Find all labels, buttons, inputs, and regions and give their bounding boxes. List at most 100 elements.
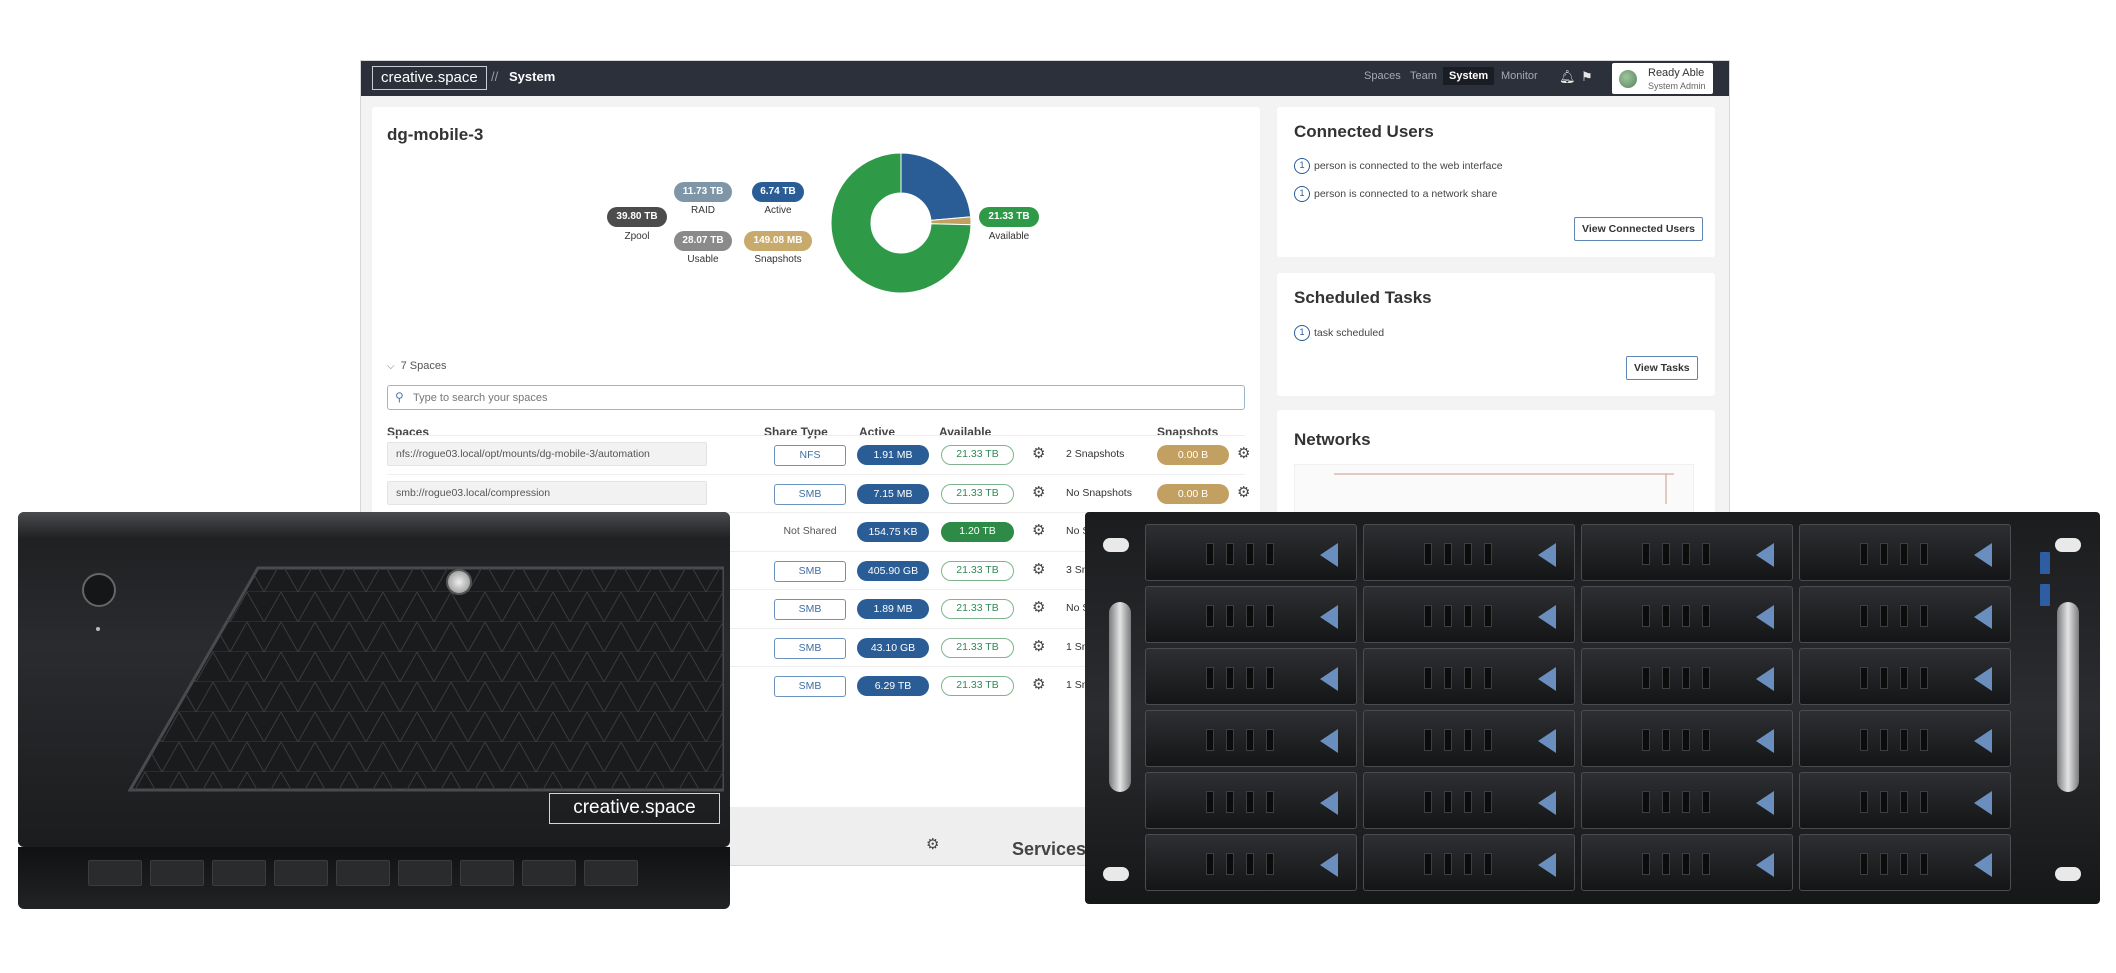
drive-bay-slot bbox=[1662, 791, 1670, 813]
drive-bay-slot bbox=[1444, 605, 1452, 627]
drive-bay-slot bbox=[1246, 791, 1254, 813]
drive-bay bbox=[1581, 524, 1793, 581]
active-size: 6.29 TB bbox=[857, 676, 929, 696]
gear-icon[interactable]: ⚙ bbox=[1032, 445, 1046, 462]
available-size: 21.33 TB bbox=[941, 445, 1014, 465]
drive-bay bbox=[1581, 772, 1793, 829]
avatar bbox=[1619, 70, 1637, 88]
active-size: 7.15 MB bbox=[857, 483, 929, 504]
drive-release-tab bbox=[1320, 543, 1338, 567]
donut-slice-available bbox=[830, 152, 972, 294]
share-type-button[interactable]: SMB bbox=[774, 599, 846, 620]
chevron-down-icon: ⌵ bbox=[387, 361, 395, 372]
status-led bbox=[96, 627, 100, 631]
drive-bay-slot bbox=[1920, 543, 1928, 565]
drive-bay bbox=[1145, 710, 1357, 767]
share-type-button[interactable]: NFS bbox=[774, 445, 846, 466]
gear-icon[interactable]: ⚙ bbox=[1032, 560, 1046, 578]
share-type-button[interactable]: SMB bbox=[774, 676, 846, 697]
drive-bay-slot bbox=[1900, 605, 1908, 627]
drive-release-tab bbox=[1974, 543, 1992, 567]
view-tasks-button[interactable]: View Tasks bbox=[1626, 356, 1698, 380]
storage-donut-chart bbox=[830, 152, 972, 294]
drive-bay-slot bbox=[1484, 605, 1492, 627]
base-grille bbox=[584, 860, 638, 886]
nav-team[interactable]: Team bbox=[1410, 70, 1437, 82]
donut-slice-active bbox=[900, 152, 972, 221]
drive-bay-slot bbox=[1226, 729, 1234, 751]
drive-bay-slot bbox=[1642, 667, 1650, 689]
drive-bay bbox=[1363, 834, 1575, 891]
zpool-label: Zpool bbox=[624, 231, 650, 242]
available-value: 21.33 TB bbox=[979, 207, 1039, 227]
drive-bay-slot bbox=[1900, 667, 1908, 689]
breadcrumb-separator: // bbox=[491, 69, 499, 84]
drive-bay-slot bbox=[1444, 543, 1452, 565]
drive-bay bbox=[1363, 648, 1575, 705]
drive-bay-slot bbox=[1484, 791, 1492, 813]
drive-bay bbox=[1363, 586, 1575, 643]
table-row: nfs://rogue03.local/opt/mounts/dg-mobile… bbox=[387, 435, 1250, 473]
nav-system[interactable]: System bbox=[1443, 67, 1495, 85]
drive-bay-slot bbox=[1860, 543, 1868, 565]
nav-monitor[interactable]: Monitor bbox=[1501, 70, 1538, 82]
drive-bay-slot bbox=[1206, 853, 1214, 875]
spaces-search-input[interactable] bbox=[413, 389, 1213, 406]
drive-bay-slot bbox=[1464, 729, 1472, 751]
active-size: 1.91 MB bbox=[857, 445, 929, 465]
usb-port-icon bbox=[2040, 584, 2050, 606]
user-menu[interactable]: Ready Able System Admin bbox=[1612, 63, 1713, 94]
drive-bay-slot bbox=[1464, 791, 1472, 813]
flag-icon[interactable]: ⚑ bbox=[1581, 69, 1593, 84]
drive-bay-slot bbox=[1246, 667, 1254, 689]
drive-bay-slot bbox=[1702, 543, 1710, 565]
drive-bay-slot bbox=[1246, 543, 1254, 565]
share-type: Not Shared bbox=[783, 525, 837, 537]
available-size: 21.33 TB bbox=[941, 599, 1014, 619]
share-type-button[interactable]: SMB bbox=[774, 560, 846, 582]
gear-icon[interactable]: ⚙ bbox=[926, 836, 940, 853]
drive-bay-slot bbox=[1206, 729, 1214, 751]
gear-icon[interactable]: ⚙ bbox=[1237, 445, 1251, 462]
share-type-button[interactable]: SMB bbox=[774, 483, 846, 505]
gear-icon[interactable]: ⚙ bbox=[1032, 599, 1046, 616]
drive-bay-slot bbox=[1206, 605, 1214, 627]
gear-icon[interactable]: ⚙ bbox=[1032, 483, 1046, 501]
space-path[interactable]: smb://rogue03.local/compression bbox=[387, 480, 707, 505]
drive-bay-slot bbox=[1266, 667, 1274, 689]
drive-bay-slot bbox=[1920, 853, 1928, 875]
drive-release-tab bbox=[1756, 605, 1774, 629]
rack-handle-left bbox=[1109, 602, 1131, 792]
spaces-toggle[interactable]: ⌵7 Spaces bbox=[387, 360, 446, 372]
nav-spaces[interactable]: Spaces bbox=[1364, 70, 1401, 82]
gear-icon[interactable]: ⚙ bbox=[1237, 483, 1251, 501]
active-size: 405.90 GB bbox=[857, 560, 929, 581]
drive-bay-slot bbox=[1424, 605, 1432, 627]
drive-release-tab bbox=[1320, 791, 1338, 815]
case-brand-label: creative.space bbox=[549, 793, 720, 824]
drive-release-tab bbox=[1320, 729, 1338, 753]
drive-bay-slot bbox=[1662, 605, 1670, 627]
gear-icon[interactable]: ⚙ bbox=[1032, 637, 1046, 655]
tasks-count: 1 bbox=[1294, 325, 1310, 341]
space-path[interactable]: nfs://rogue03.local/opt/mounts/dg-mobile… bbox=[387, 442, 707, 466]
view-connected-users-button[interactable]: View Connected Users bbox=[1574, 217, 1704, 241]
drive-bay-slot bbox=[1682, 729, 1690, 751]
share-type-button[interactable]: SMB bbox=[774, 637, 846, 659]
brand-logo[interactable]: creative.space bbox=[372, 66, 487, 90]
drive-bay-slot bbox=[1682, 853, 1690, 875]
drive-bay-slot bbox=[1860, 729, 1868, 751]
gear-icon[interactable]: ⚙ bbox=[1032, 676, 1046, 693]
drive-bay bbox=[1581, 586, 1793, 643]
drive-bay-slot bbox=[1880, 791, 1888, 813]
usb-port-icon bbox=[2040, 552, 2050, 574]
drive-bay-slot bbox=[1226, 853, 1234, 875]
drive-bay-slot bbox=[1682, 667, 1690, 689]
gear-icon[interactable]: ⚙ bbox=[1032, 522, 1046, 539]
raid-label: RAID bbox=[691, 205, 715, 216]
bell-icon[interactable]: 🔔︎ bbox=[1559, 69, 1576, 84]
spaces-search: ⚲ bbox=[387, 385, 1245, 410]
